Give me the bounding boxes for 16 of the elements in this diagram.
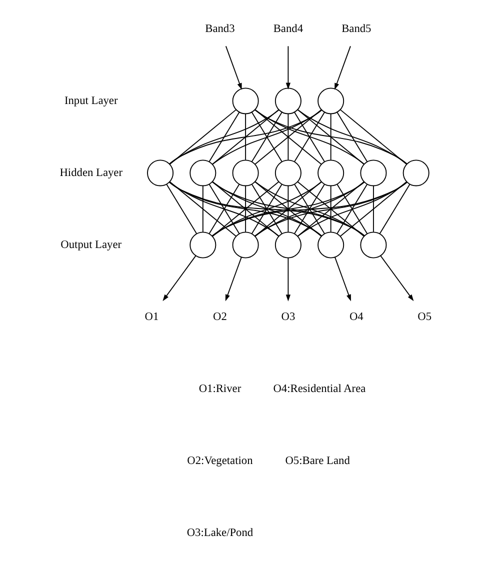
label: O4:Residential Area: [272, 382, 366, 395]
label: Hidden Layer: [59, 166, 122, 179]
label: O1:River: [198, 382, 241, 395]
node-text: O1: [144, 310, 158, 323]
label: O5:Bare Land: [284, 454, 350, 467]
label: Input Layer: [64, 94, 118, 107]
node-text: O5: [417, 310, 432, 323]
label: O3:Lake/Pond: [186, 526, 253, 539]
label: Output Layer: [60, 238, 122, 251]
label: O2:Vegetation: [186, 454, 252, 467]
node-text: Band4: [272, 22, 303, 35]
node-text: O2: [212, 310, 226, 323]
node-text: O4: [348, 310, 363, 323]
node-text: O3: [280, 310, 295, 323]
node-text: Band3: [204, 22, 234, 35]
node-text: Band5: [341, 22, 371, 35]
